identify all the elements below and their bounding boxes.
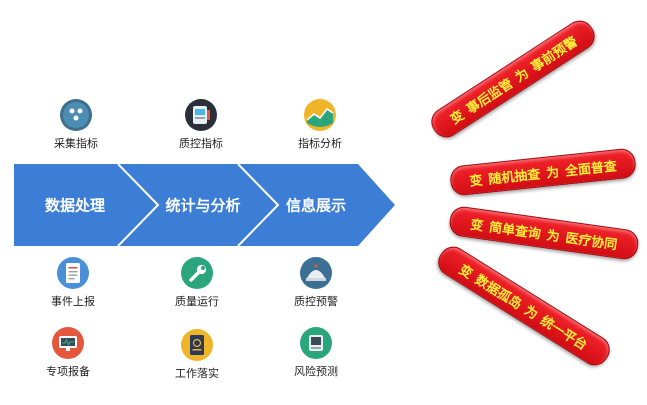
dots-icon: [60, 99, 92, 131]
icon-label: 采集指标: [54, 137, 98, 150]
monitor-icon: [52, 327, 84, 359]
icon-item-quality-operation: 质量运行: [152, 256, 242, 309]
icon-label: 质控预警: [294, 295, 338, 308]
icon-item-work-implementation: 工作落实: [152, 328, 242, 381]
wrench-icon: [181, 257, 213, 289]
document-icon: [57, 257, 89, 289]
dome-icon: [300, 257, 332, 289]
icon-label: 风险预测: [294, 365, 338, 378]
icon-item-special-filing: 专项报备: [23, 326, 113, 379]
icon-item-collect-indicators: 采集指标: [31, 98, 121, 151]
passport-icon: [181, 329, 213, 361]
icon-item-indicator-analysis: 指标分析: [275, 98, 365, 151]
icon-label: 质控指标: [179, 137, 223, 150]
arrow-step-data-processing: 数据处理: [44, 196, 106, 215]
meter-icon: [185, 99, 217, 131]
arrow-body: [14, 164, 395, 246]
arrow-step-info-display: 信息展示: [285, 196, 347, 215]
arrow-step-statistics-analysis: 统计与分析: [165, 196, 241, 215]
device-icon: [300, 327, 332, 359]
icon-item-quality-indicators: 质控指标: [156, 98, 246, 151]
icon-label: 事件上报: [51, 295, 95, 308]
chart-icon: [304, 99, 336, 131]
icon-label: 质量运行: [175, 295, 219, 308]
icon-item-event-report: 事件上报: [28, 256, 118, 309]
icon-label: 工作落实: [175, 367, 219, 380]
arrow-divider-2: [237, 163, 280, 247]
arrow-divider-1: [117, 163, 160, 247]
icon-item-risk-prediction: 风险预测: [271, 326, 361, 379]
icon-item-quality-warning: 质控预警: [271, 256, 361, 309]
icon-label: 专项报备: [46, 365, 90, 378]
icon-label: 指标分析: [298, 137, 342, 150]
